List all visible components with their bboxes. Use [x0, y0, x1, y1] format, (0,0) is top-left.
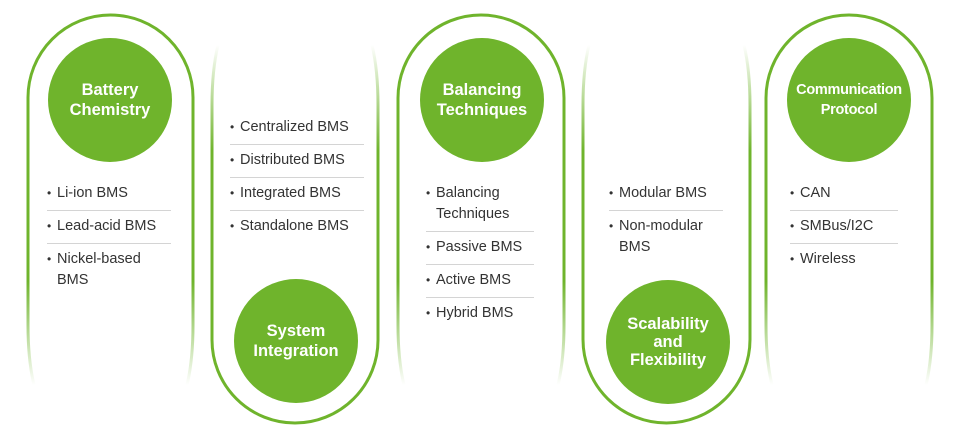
list-item: •Active BMS: [426, 265, 534, 298]
heading-circle-balancing-techniques: Balancing Techniques: [420, 38, 544, 162]
bullet-icon: •: [426, 240, 431, 254]
heading-battery-chemistry: Battery Chemistry: [69, 81, 151, 119]
bullet-icon: •: [426, 273, 431, 287]
bullet-icon: •: [47, 186, 52, 200]
heading-communication-protocol: Communication Protocol: [796, 82, 902, 118]
list-item: •Integrated BMS: [230, 178, 364, 211]
list-item: •Li-ion BMS: [47, 178, 171, 211]
list-item: •Passive BMS: [426, 232, 534, 265]
list-item: •Nickel-based BMS: [47, 251, 141, 288]
list-item: •Balancing Techniques: [426, 178, 534, 232]
bullet-icon: •: [790, 186, 795, 200]
list-communication-protocol: •CAN •SMBus/I2C •Wireless: [790, 178, 898, 276]
bullet-icon: •: [790, 252, 795, 266]
bullet-icon: •: [230, 153, 235, 167]
pillar-outline: [26, 13, 195, 386]
bullet-icon: •: [230, 186, 235, 200]
pillar-outline: [581, 44, 752, 425]
bullet-icon: •: [230, 219, 235, 233]
bullet-icon: •: [790, 219, 795, 233]
heading-scalability-flexibility: Scalability and Flexibility: [627, 315, 709, 369]
bullet-icon: •: [230, 120, 235, 134]
list-item: •Modular BMS: [609, 178, 723, 211]
list-item: •Hybrid BMS: [426, 298, 534, 330]
heading-circle-battery-chemistry: Battery Chemistry: [48, 38, 172, 162]
list-item: •Centralized BMS: [230, 112, 364, 145]
list-item: •Standalone BMS: [230, 211, 364, 243]
list-battery-chemistry: •Li-ion BMS •Lead-acid BMS •Nickel-based…: [47, 178, 171, 297]
list-system-integration: •Centralized BMS •Distributed BMS •Integ…: [230, 112, 364, 243]
list-balancing-techniques: •Balancing Techniques •Passive BMS •Acti…: [426, 178, 534, 330]
pillar-outline: [396, 13, 566, 386]
heading-system-integration: System Integration: [253, 322, 339, 360]
heading-circle-communication-protocol: Communication Protocol: [787, 38, 911, 162]
bullet-icon: •: [47, 219, 52, 233]
pillar-outline: [764, 13, 934, 386]
bullet-icon: •: [426, 186, 431, 200]
bullet-icon: •: [426, 306, 431, 320]
heading-balancing-techniques: Balancing Techniques: [436, 81, 528, 119]
list-item: •CAN: [790, 178, 898, 211]
bullet-icon: •: [47, 252, 52, 266]
heading-circle-system-integration: System Integration: [234, 279, 358, 403]
list-scalability-flexibility: •Modular BMS •Non-modular BMS: [609, 178, 723, 264]
list-item: •Wireless: [790, 244, 898, 276]
bullet-icon: •: [609, 186, 614, 200]
list-item: •Distributed BMS: [230, 145, 364, 178]
bullet-icon: •: [609, 219, 614, 233]
list-item: •Lead-acid BMS: [47, 211, 171, 244]
list-item: •Non-modular BMS: [609, 218, 703, 255]
list-item: •SMBus/I2C: [790, 211, 898, 244]
heading-circle-scalability-flexibility: Scalability and Flexibility: [606, 280, 730, 404]
pillar-outline: [210, 44, 380, 425]
